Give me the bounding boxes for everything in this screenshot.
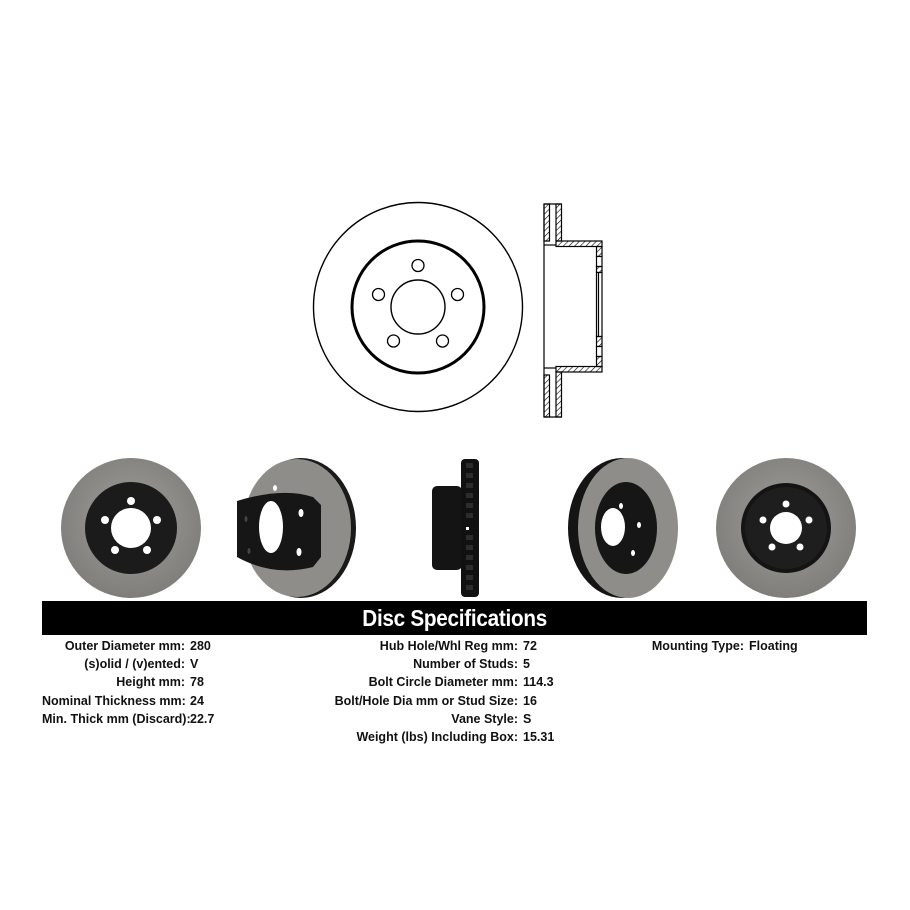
product-photos <box>0 450 910 600</box>
spec-label: Hub Hole/Whl Reg mm: <box>379 639 518 653</box>
spec-row-min-thickness: Min. Thick mm (Discard): 22.7 <box>42 710 214 728</box>
spec-row-bolt-circle: Bolt Circle Diameter mm: 114.3 <box>333 673 554 691</box>
spec-column-2: Hub Hole/Whl Reg mm: 72 Number of Studs:… <box>333 637 555 746</box>
spec-value: 22.7 <box>190 711 215 726</box>
spec-value: S <box>523 711 532 726</box>
spec-value: 72 <box>523 639 537 653</box>
spec-label: (s)olid / (v)ented: <box>84 657 185 672</box>
spec-row-solid-vented: (s)olid / (v)ented: V <box>42 655 214 673</box>
spec-label: Vane Style: <box>451 711 518 726</box>
spec-row-height: Height mm: 78 <box>42 673 214 691</box>
spec-row-hub-hole: Hub Hole/Whl Reg mm: 72 <box>333 637 554 655</box>
spec-title: Disc Specifications <box>362 604 547 631</box>
spec-value: 15.31 <box>523 729 555 744</box>
spec-value: V <box>190 657 199 672</box>
photo-front-view <box>61 458 201 598</box>
spec-row-outer-diameter: Outer Diameter mm: 280 <box>42 637 214 655</box>
photo-angled-rear-view <box>568 458 678 598</box>
spec-row-weight: Weight (lbs) Including Box: 15.31 <box>333 728 554 746</box>
spec-value: Floating <box>749 639 798 653</box>
photo-rear-view <box>716 458 856 598</box>
spec-value: 16 <box>523 693 537 708</box>
spec-label: Weight (lbs) Including Box: <box>356 729 518 744</box>
front-view-drawing <box>312 201 524 413</box>
spec-label: Number of Studs: <box>413 657 518 672</box>
spec-value: 280 <box>190 639 211 653</box>
spec-row-nominal-thickness: Nominal Thickness mm: 24 <box>42 692 214 710</box>
spec-label: Nominal Thickness mm: <box>42 693 186 708</box>
spec-label: Bolt Circle Diameter mm: <box>368 675 518 690</box>
spec-row-bolt-hole-dia: Bolt/Hole Dia mm or Stud Size: 16 <box>333 692 554 710</box>
spec-label: Bolt/Hole Dia mm or Stud Size: <box>334 693 518 708</box>
spec-label: Outer Diameter mm: <box>64 639 185 653</box>
technical-drawing <box>312 201 603 418</box>
spec-label: Min. Thick mm (Discard): <box>42 711 191 726</box>
spec-column-3: Mounting Type: Floating <box>636 637 798 655</box>
spec-label: Mounting Type: <box>651 639 744 653</box>
spec-label: Height mm: <box>116 675 185 690</box>
spec-value: 114.3 <box>523 675 554 690</box>
spec-row-mounting-type: Mounting Type: Floating <box>636 637 798 655</box>
spec-row-number-of-studs: Number of Studs: 5 <box>333 655 554 673</box>
side-profile-drawing <box>543 203 603 418</box>
bolt-holes <box>371 258 465 348</box>
spec-header-bar: Disc Specifications <box>42 601 867 635</box>
spec-column-1: Outer Diameter mm: 280 (s)olid / (v)ente… <box>42 637 214 728</box>
spec-row-vane-style: Vane Style: S <box>333 710 554 728</box>
spec-value: 24 <box>190 693 204 708</box>
spec-value: 78 <box>190 675 204 690</box>
photo-angled-hat-view <box>237 458 356 598</box>
photo-side-profile <box>432 459 479 597</box>
spec-value: 5 <box>523 657 530 672</box>
